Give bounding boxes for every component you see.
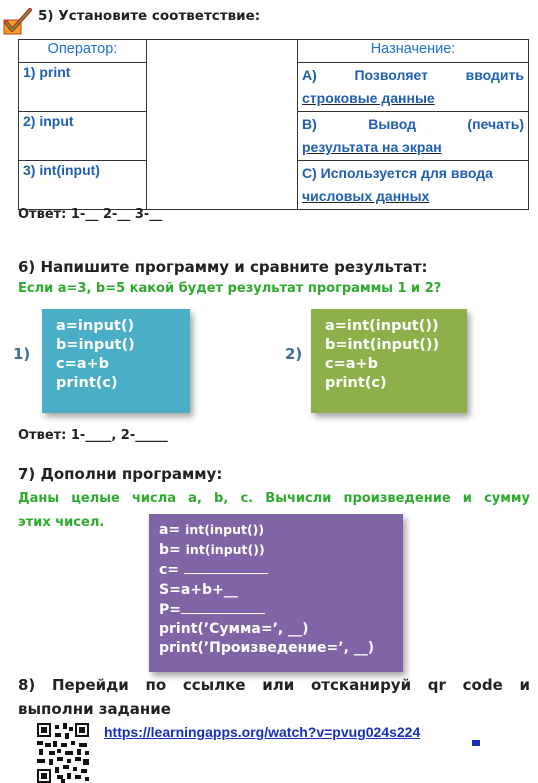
section5-title: 5) Установите соответствие:	[38, 8, 261, 24]
purpose-c: С) Используется для ввода числовых данны…	[297, 160, 529, 210]
code-part: int(input())	[185, 542, 265, 558]
blank-line	[181, 600, 265, 614]
section7-task-line1: Даны целые числа a, b, c. Вычисли произв…	[18, 491, 530, 506]
section7-title: 7) Дополни программу:	[18, 465, 223, 483]
program2-label: 2)	[285, 345, 303, 363]
matching-gap-column	[146, 39, 298, 210]
operator-input: 2) input	[18, 111, 147, 161]
section8-title-line1: 8) Перейди по ссылке или отсканируй qr c…	[18, 676, 530, 694]
program2-box: a=int(input()) b=int(input()) c=a+b prin…	[311, 309, 467, 413]
program1-line: c=a+b	[56, 356, 110, 372]
program2-line: c=a+b	[325, 356, 379, 372]
program3-line-a: a= int(input())	[149, 520, 403, 540]
learningapps-link[interactable]: https://learningapps.org/watch?v=pvug024…	[104, 724, 421, 740]
program1-label: 1)	[13, 345, 31, 363]
section6-answer: Ответ: 1-____, 2-_____	[18, 428, 168, 443]
program2-line: b=int(input())	[325, 337, 440, 353]
checkmark-icon	[3, 8, 32, 35]
section6-question: Если a=3, b=5 какой будет результат прог…	[18, 281, 442, 296]
program3-line-s: S=a+b+__	[159, 581, 238, 598]
purpose-c-line2: числовых данных	[302, 188, 430, 204]
purpose-c-line1: С) Используется для ввода	[302, 165, 493, 181]
program3-box: a= int(input()) b= int(input()) c= S=a+b…	[149, 514, 403, 672]
blank-line	[183, 560, 268, 575]
program1-line: print(c)	[56, 375, 118, 391]
header-operator: Оператор:	[18, 39, 147, 63]
program3-line-c: c=	[149, 560, 403, 580]
text-cursor	[472, 740, 480, 746]
purpose-a-line2: строковые данные	[302, 90, 435, 106]
section8-title-line2: выполни задание	[18, 700, 171, 718]
purpose-a: А) Позволяет вводить строковые данные	[297, 62, 529, 112]
section5-answer: Ответ: 1-__ 2-__ 3-__	[18, 207, 163, 222]
purpose-a-line1: А) Позволяет вводить	[302, 67, 524, 83]
header-purpose: Назначение:	[297, 39, 529, 63]
section6-title: 6) Напишите программу и сравните результ…	[18, 258, 428, 276]
operator-int-input: 3) int(input)	[18, 160, 147, 210]
program1-line: b=input()	[56, 337, 135, 353]
program3-line-print-product: print(’Произведение=’, __)	[159, 640, 375, 657]
program3-line-print-sum: print(’Сумма=’, __)	[159, 621, 309, 638]
program1-line: a=input()	[56, 318, 135, 334]
qr-code-icon[interactable]	[37, 723, 89, 783]
program3-line-p: P=	[149, 600, 403, 620]
program2-line: print(c)	[325, 375, 387, 391]
purpose-b: В) Вывод (печать) результата на экран	[297, 111, 529, 161]
purpose-b-line2: результата на экран	[302, 139, 442, 155]
program3-line-b: b= int(input())	[149, 540, 403, 560]
code-part: b=	[159, 542, 186, 559]
code-part: P=	[159, 601, 181, 618]
section7-task-line2: этих чисел.	[18, 515, 105, 530]
matching-table: Оператор: Назначение: 1) print А) Позвол…	[18, 39, 529, 210]
program1-box: a=input() b=input() c=a+b print(c)	[42, 309, 190, 413]
operator-print: 1) print	[18, 62, 147, 112]
code-part: int(input())	[185, 522, 265, 537]
purpose-b-line1: В) Вывод (печать)	[302, 116, 524, 132]
program2-line: a=int(input())	[325, 318, 439, 334]
code-part: a=	[159, 522, 186, 538]
code-part: c=	[159, 562, 184, 579]
